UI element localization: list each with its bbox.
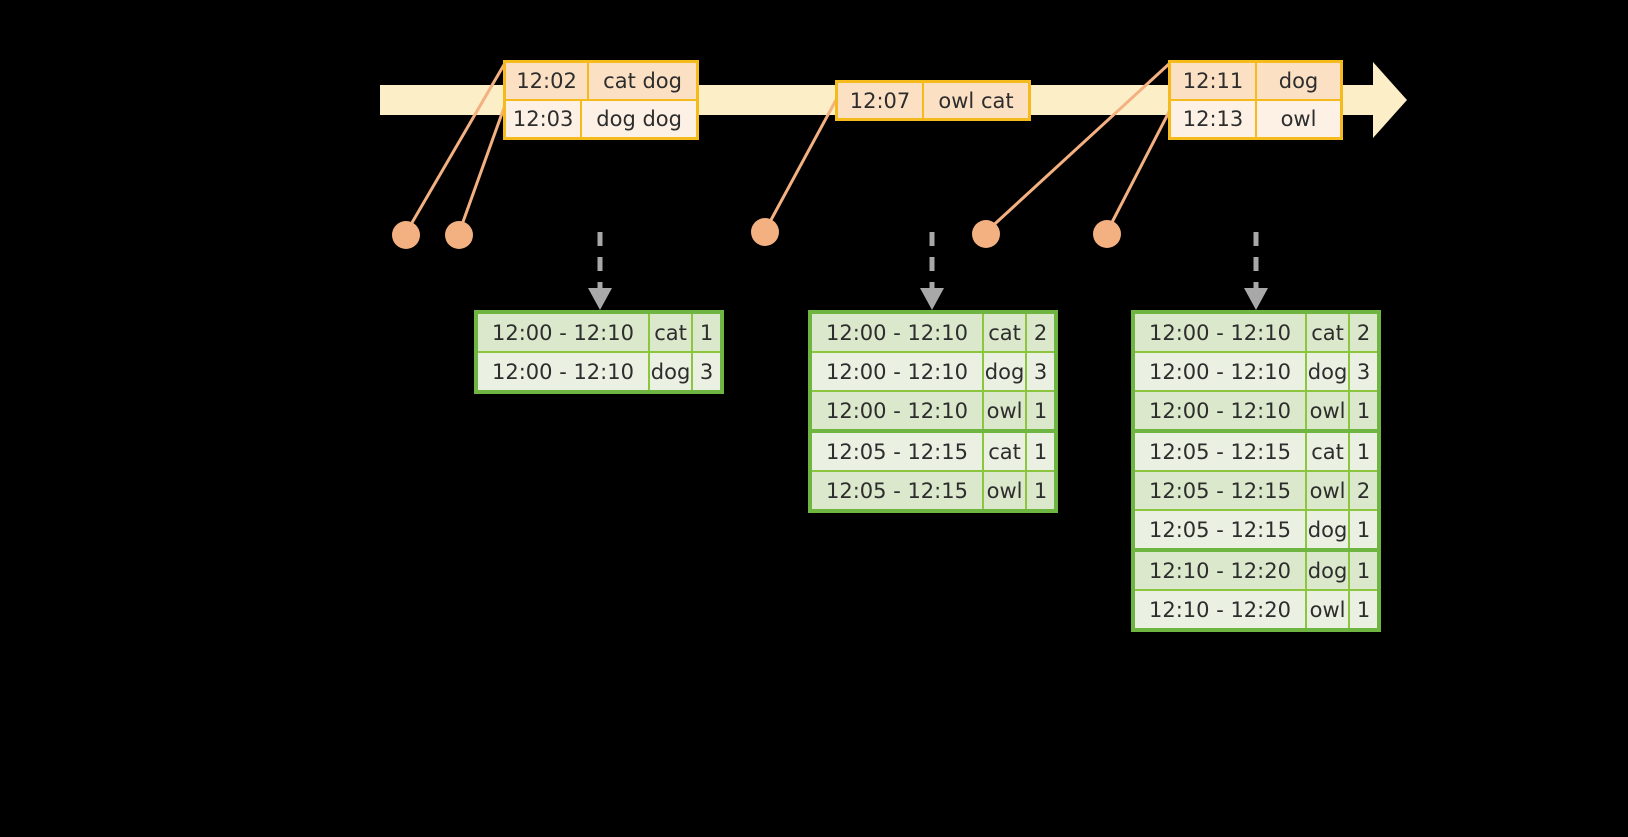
cell-window: 12:00 - 12:10 [812,314,984,351]
cell-window: 12:00 - 12:10 [1135,353,1307,390]
result-table-3[interactable]: 12:00 - 12:10 cat 2 12:00 - 12:10 dog 3 … [1131,310,1381,632]
cell-count: 3 [1350,353,1377,390]
cell-word: cat [983,314,1028,351]
cell-count: 1 [1350,511,1377,548]
cell-count: 1 [1350,552,1377,589]
cell-window: 12:05 - 12:15 [1135,472,1307,509]
event-dot-2 [445,221,473,249]
cell-window: 12:00 - 12:10 [1135,392,1307,429]
cell-word: cat [983,433,1028,470]
cell-window: 12:05 - 12:15 [812,433,984,470]
event-row[interactable]: 12:03 dog dog [506,99,696,137]
event-payload: dog dog [582,101,696,137]
event-payload: cat dog [589,63,696,99]
event-time: 12:07 [838,83,924,118]
event-dots [392,218,1121,249]
table-row[interactable]: 12:00 - 12:10 dog 3 [812,351,1054,390]
cell-count: 1 [1027,472,1054,509]
result-table-1[interactable]: 12:00 - 12:10 cat 1 12:00 - 12:10 dog 3 [474,310,724,394]
table-row[interactable]: 12:05 - 12:15 dog 1 [1135,509,1377,548]
event-group-3[interactable]: 12:11 dog 12:13 owl [1168,60,1343,140]
cell-count: 2 [1027,314,1054,351]
cell-window: 12:05 - 12:15 [812,472,984,509]
cell-word: owl [1306,472,1351,509]
cell-count: 3 [693,353,720,390]
event-row[interactable]: 12:02 cat dog [506,63,696,99]
cell-word: cat [649,314,694,351]
cell-count: 2 [1350,472,1377,509]
cell-word: dog [1306,353,1351,390]
table-row[interactable]: 12:00 - 12:10 cat 2 [812,314,1054,351]
cell-word: dog [1306,511,1351,548]
result-table-2[interactable]: 12:00 - 12:10 cat 2 12:00 - 12:10 dog 3 … [808,310,1058,513]
event-group-1[interactable]: 12:02 cat dog 12:03 dog dog [503,60,699,140]
cell-word: owl [983,392,1028,429]
event-payload: dog [1257,63,1340,99]
cell-count: 1 [1350,392,1377,429]
event-row[interactable]: 12:11 dog [1171,63,1340,99]
event-row[interactable]: 12:13 owl [1171,99,1340,137]
cell-word: dog [649,353,694,390]
cell-count: 1 [1027,433,1054,470]
cell-word: cat [1306,314,1351,351]
cell-window: 12:10 - 12:20 [1135,591,1307,628]
cell-word: owl [1306,392,1351,429]
trigger-arrowheads [588,288,1268,310]
event-time: 12:13 [1171,101,1257,137]
event-dot-5 [1093,220,1121,248]
table-row[interactable]: 12:05 - 12:15 owl 2 [1135,470,1377,509]
cell-count: 1 [1027,392,1054,429]
event-time: 12:11 [1171,63,1257,99]
cell-window: 12:00 - 12:10 [812,353,984,390]
table-row[interactable]: 12:05 - 12:15 cat 1 [812,429,1054,470]
cell-window: 12:00 - 12:10 [478,314,650,351]
event-row[interactable]: 12:07 owl cat [838,83,1028,118]
table-row[interactable]: 12:05 - 12:15 cat 1 [1135,429,1377,470]
cell-word: owl [983,472,1028,509]
cell-count: 2 [1350,314,1377,351]
event-payload: owl [1257,101,1340,137]
table-row[interactable]: 12:00 - 12:10 owl 1 [812,390,1054,429]
cell-word: dog [1306,552,1351,589]
event-dot-4 [972,220,1000,248]
cell-word: owl [1306,591,1351,628]
cell-word: cat [1306,433,1351,470]
cell-window: 12:05 - 12:15 [1135,511,1307,548]
event-dot-3 [751,218,779,246]
event-payload: owl cat [924,83,1028,118]
table-row[interactable]: 12:10 - 12:20 owl 1 [1135,589,1377,628]
cell-window: 12:00 - 12:10 [812,392,984,429]
table-row[interactable]: 12:00 - 12:10 cat 2 [1135,314,1377,351]
cell-window: 12:05 - 12:15 [1135,433,1307,470]
cell-window: 12:00 - 12:10 [478,353,650,390]
table-row[interactable]: 12:00 - 12:10 cat 1 [478,314,720,351]
table-row[interactable]: 12:00 - 12:10 owl 1 [1135,390,1377,429]
table-row[interactable]: 12:05 - 12:15 owl 1 [812,470,1054,509]
cell-count: 1 [1350,433,1377,470]
table-row[interactable]: 12:00 - 12:10 dog 3 [478,351,720,390]
event-time: 12:02 [506,63,590,99]
cell-word: dog [983,353,1028,390]
cell-window: 12:10 - 12:20 [1135,552,1307,589]
cell-count: 1 [1350,591,1377,628]
trigger-arrows [597,232,1259,288]
cell-count: 1 [693,314,720,351]
table-row[interactable]: 12:00 - 12:10 dog 3 [1135,351,1377,390]
event-time: 12:03 [506,101,583,137]
event-dot-1 [392,221,420,249]
table-row[interactable]: 12:10 - 12:20 dog 1 [1135,548,1377,589]
cell-window: 12:00 - 12:10 [1135,314,1307,351]
cell-count: 3 [1027,353,1054,390]
event-group-2[interactable]: 12:07 owl cat [835,80,1031,121]
